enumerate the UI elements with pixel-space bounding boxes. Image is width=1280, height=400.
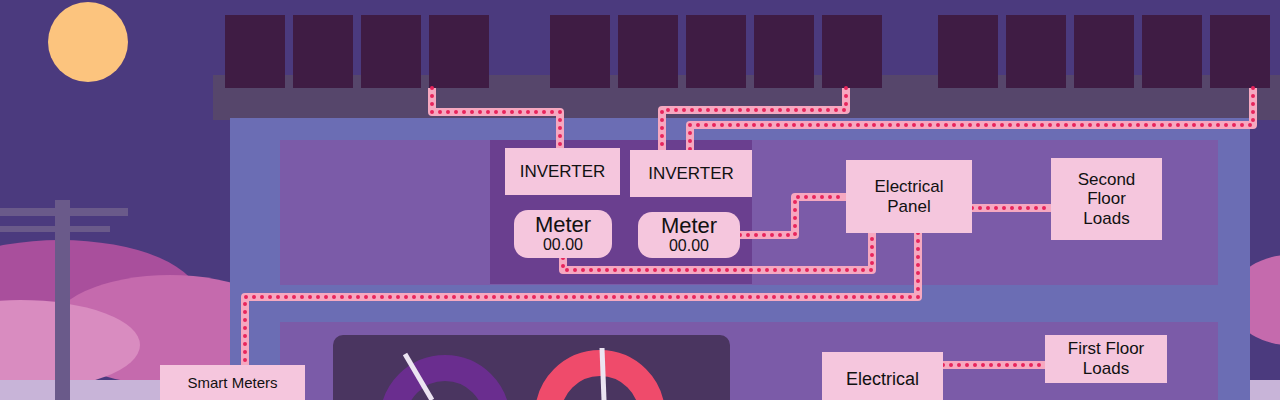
node-label: Smart Meters — [187, 374, 277, 391]
node-label: First Floor Loads — [1052, 339, 1160, 378]
pole-crossbar — [0, 226, 110, 232]
load-box: Second Floor Loads — [1051, 158, 1162, 240]
solar-panel — [429, 15, 489, 88]
wire — [972, 204, 1051, 212]
smart-meter-box: Smart Meters — [160, 365, 305, 400]
inverter-box: INVERTER — [630, 150, 752, 197]
node-label: Meter — [535, 214, 591, 236]
solar-panel — [1074, 15, 1134, 88]
solar-panel — [293, 15, 353, 88]
meter-box: Meter00.00 — [638, 212, 740, 258]
panel-wire-dots — [690, 88, 1253, 150]
gauge-needle — [602, 348, 604, 400]
solar-panel — [754, 15, 814, 88]
meter-reading: 00.00 — [669, 237, 709, 255]
wire-dots — [972, 206, 1051, 210]
solar-panel — [1142, 15, 1202, 88]
panel-box: Electrical Panel — [846, 160, 972, 233]
node-label: Meter — [661, 215, 717, 237]
node-label: Electrical — [846, 369, 919, 390]
wire-dots — [740, 197, 846, 235]
upper-room — [280, 140, 1218, 285]
wire — [740, 197, 846, 235]
gauge-dial — [548, 363, 652, 400]
wire — [943, 361, 1045, 369]
solar-panels — [225, 15, 1270, 88]
solar-panel — [550, 15, 610, 88]
solar-panel — [938, 15, 998, 88]
moon — [48, 2, 128, 82]
pole-crossbar — [0, 208, 128, 216]
solar-panel — [822, 15, 882, 88]
node-label: INVERTER — [520, 162, 606, 182]
meter-reading: 00.00 — [543, 236, 583, 254]
panel-wire-dots — [432, 88, 560, 148]
node-label: Electrical Panel — [853, 177, 965, 216]
solar-panel — [225, 15, 285, 88]
load-box: First Floor Loads — [1045, 335, 1167, 383]
wire-connector — [972, 208, 1051, 209]
node-label: INVERTER — [648, 164, 734, 184]
wire-dots — [943, 363, 1045, 367]
wire-connector — [943, 365, 1045, 366]
solar-panel — [361, 15, 421, 88]
gauge-dial — [393, 368, 497, 400]
wire-connector — [740, 197, 846, 235]
solar-panel — [1006, 15, 1066, 88]
panel-wire — [690, 88, 1253, 150]
inverter-box: INVERTER — [505, 148, 620, 195]
panel-box: Electrical — [822, 352, 943, 400]
node-label: Second Floor Loads — [1066, 170, 1148, 229]
solar-panel — [618, 15, 678, 88]
inverter-area — [490, 140, 752, 284]
panel-wires — [432, 88, 1253, 150]
meter-box: Meter00.00 — [514, 210, 612, 258]
solar-panel — [686, 15, 746, 88]
panel-wire — [432, 88, 560, 148]
solar-panel — [1210, 15, 1270, 88]
gauge-needle — [405, 354, 432, 400]
